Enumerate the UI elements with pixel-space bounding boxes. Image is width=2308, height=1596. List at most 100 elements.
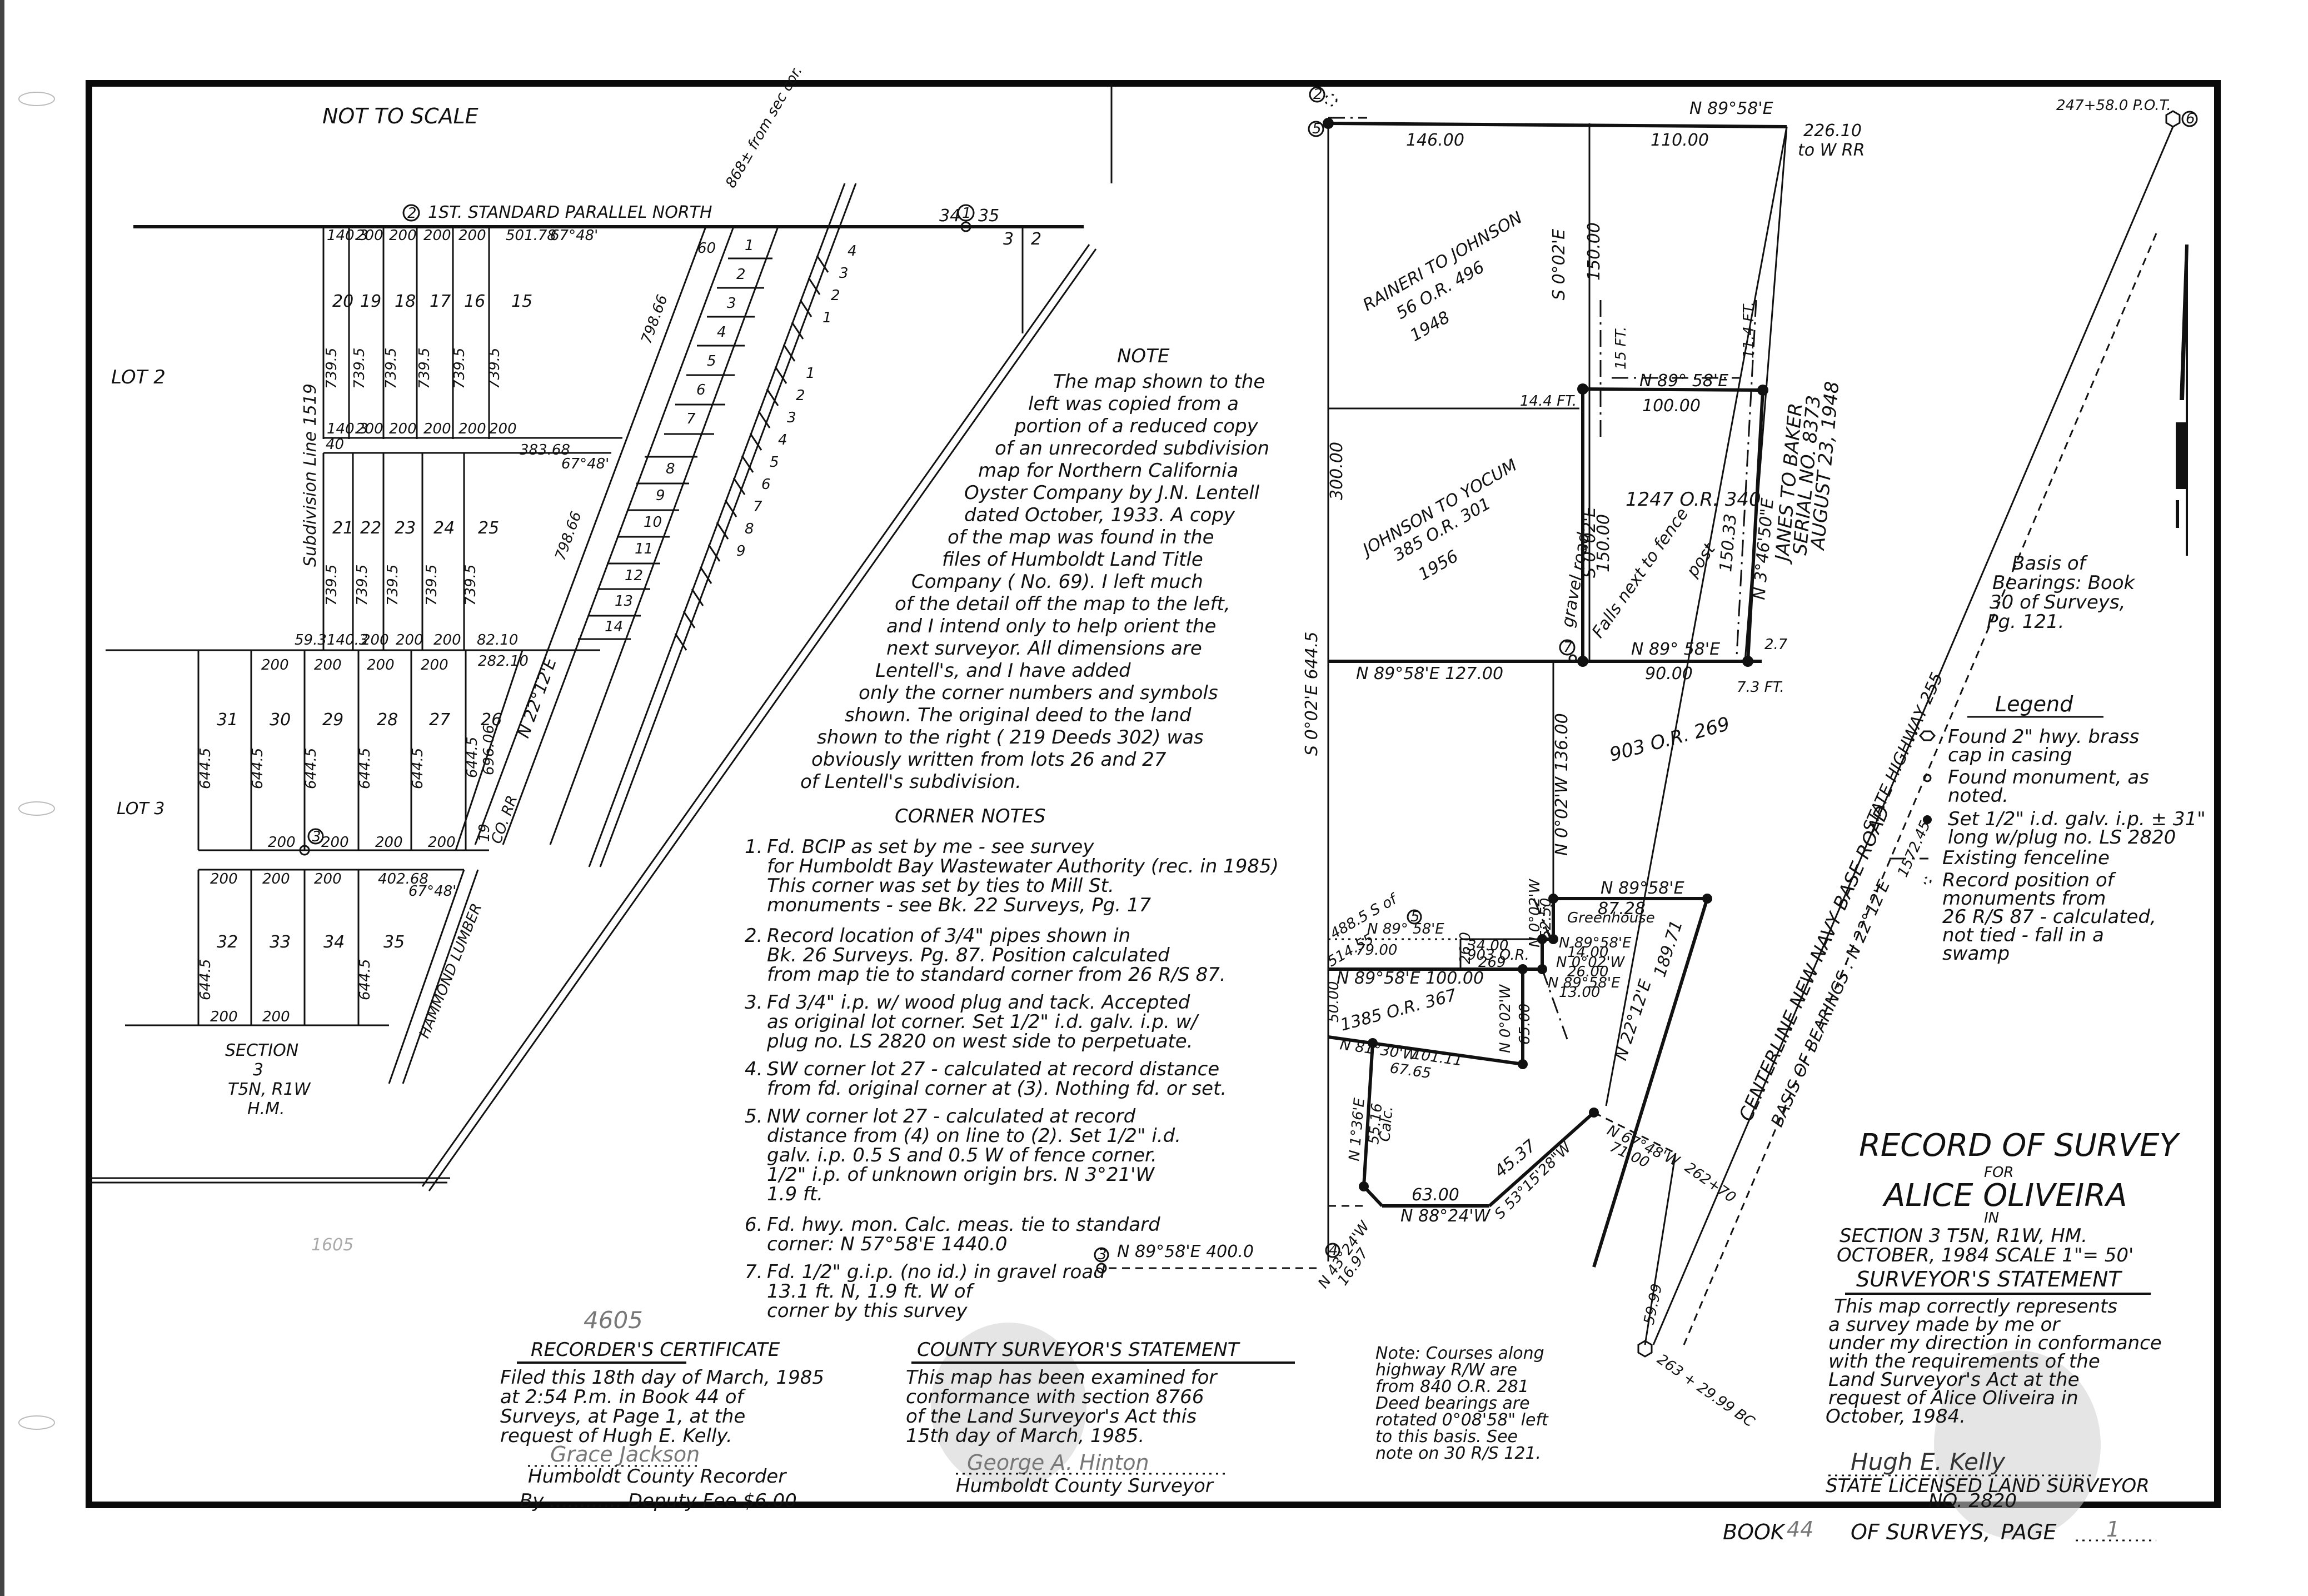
rr-strip-edge — [474, 226, 707, 845]
bearing-label: N 89°58'E — [1548, 975, 1621, 991]
highway-note-line: from 840 O.R. 281 — [1375, 1377, 1529, 1397]
alley-width: 40 — [326, 436, 344, 453]
corner-note-line: corner: N 57°58'E 1440.0 — [767, 1233, 1008, 1255]
corner-number: 3 — [1098, 1246, 1107, 1263]
lot-number: 28 — [377, 710, 398, 730]
hwy-row-line — [1592, 898, 1709, 1268]
corner-note-line: galv. i.p. 0.5 S and 0.5 W of fence corn… — [767, 1144, 1157, 1166]
offset-label: 15 FT. — [1613, 327, 1629, 370]
section-label: 3 — [253, 1060, 263, 1080]
corner-marker-5 — [1308, 121, 1324, 137]
note-line: and I intend only to help orient the — [886, 615, 1216, 637]
lot-number: 17 — [430, 292, 451, 311]
county-surveyor-line: of the Land Surveyor's Act this — [906, 1405, 1197, 1428]
corner-note-number: 6. — [745, 1214, 762, 1236]
lot-number: 34 — [323, 932, 345, 952]
legend-text: Set 1/2" i.d. galv. i.p. ± 31" — [1948, 808, 2206, 830]
binding-hole-bottom — [18, 1415, 55, 1430]
depth-label: 739.5 — [486, 348, 503, 389]
rr-ticks — [674, 255, 829, 651]
rr-strip-edge — [502, 226, 735, 845]
corner-note-number: 3. — [745, 991, 762, 1014]
note-line: shown to the right ( 219 Deeds 302) was — [817, 726, 1204, 749]
deed-label: 1385 O.R. 367 — [1338, 985, 1459, 1035]
binding-hole-top — [18, 92, 55, 106]
circle-dashed-icon — [1923, 876, 1932, 885]
tick-number: 2 — [831, 287, 840, 304]
distance-label: 34.00 — [1467, 937, 1508, 954]
distance-label: 14.00 — [1567, 944, 1608, 961]
rr-strip-edge — [549, 226, 779, 845]
fence-boundary-line — [1582, 387, 1763, 392]
tick-number: 2 — [796, 387, 805, 404]
legend-text: not tied - fall in a — [1942, 924, 2104, 946]
highway-note-line: to this basis. See — [1375, 1427, 1518, 1447]
strip-lot-number: 1 — [745, 237, 754, 254]
note-line: of the map was found in the — [948, 526, 1214, 548]
distance-label: 65.00 — [1517, 1004, 1533, 1045]
tick-number: 6 — [761, 476, 771, 493]
lot-number: 29 — [322, 710, 343, 730]
greenhouse-label: Greenhouse — [1567, 910, 1655, 926]
lot-number: 30 — [270, 710, 291, 730]
surveyor-signature: Hugh E. Kelly — [1851, 1448, 2006, 1475]
dim-label: 200 — [314, 657, 342, 674]
distance-label: 90.00 — [1645, 664, 1693, 684]
rr-edge — [388, 869, 465, 1084]
note-block: NOTE The map shown to the left was copie… — [800, 345, 1269, 793]
distance-label: 150.00 — [1584, 222, 1604, 281]
dim-label: 200 — [458, 421, 486, 437]
fenceline — [1533, 898, 1552, 940]
legend-text: Found monument, as — [1948, 766, 2149, 789]
lot-number: 21 — [332, 518, 353, 538]
dim-label: 200 — [262, 871, 290, 887]
deed-label: JOHNSON TO YOCUM — [1357, 456, 1521, 561]
recorder-line: Surveys, at Page 1, at the — [500, 1405, 745, 1428]
parcel-line — [1328, 1035, 1523, 1066]
statement-line: a survey made by me or — [1828, 1314, 2061, 1336]
set-pipe-icon — [1537, 934, 1547, 944]
dim-label: 402.68 — [378, 871, 428, 887]
dim-label: 501.78 — [506, 227, 556, 244]
station-label: 263 + 29.99 BC — [1654, 1351, 1758, 1431]
distance-label: 26.0 — [1457, 932, 1474, 964]
set-pipe-icon — [1359, 1181, 1369, 1191]
distance-label: 189.71 — [1650, 918, 1687, 980]
angle-label: 67°48' — [408, 883, 456, 900]
dim-label: 200 — [261, 657, 289, 674]
dim-label: 200 — [262, 1009, 290, 1025]
note-line: only the corner numbers and symbols — [859, 682, 1218, 704]
tick-number: 4 — [848, 243, 857, 260]
strip-lot-number: 4 — [717, 324, 726, 341]
depth-label: 644.5 — [250, 748, 266, 789]
offset-label: 2.7 — [1764, 636, 1788, 653]
set-pipe-icon — [1518, 964, 1528, 974]
bearing-label: S 0°02'E 644.5 — [1302, 632, 1322, 756]
legend-text: long w/plug no. LS 2820 — [1948, 826, 2176, 849]
corner-number: 2 — [407, 205, 417, 222]
bearing-label: N 89° 58'E — [1631, 640, 1720, 659]
distance-label: 1572.45 — [1895, 818, 1934, 879]
binding-hole-middle — [18, 801, 55, 816]
basis-line: 30 of Surveys, — [1990, 591, 2125, 614]
license-number: NO. 2820 — [1928, 1490, 2017, 1512]
set-pipe-icon — [1323, 118, 1334, 129]
highway-note-line: rotated 0°08'58" left — [1375, 1410, 1549, 1430]
bearing-label: N 89°58'E — [1559, 935, 1632, 951]
lot-number: 23 — [395, 518, 416, 538]
deed-label: 903 O.R. — [1467, 947, 1529, 964]
strip-lot-number: 5 — [707, 353, 716, 370]
basis-line: Basis of — [2012, 552, 2088, 575]
legend-title: Legend — [1995, 692, 2073, 716]
recorder-title: RECORDER'S CERTIFICATE — [531, 1339, 780, 1361]
dim-label: 19 — [476, 824, 493, 842]
dim-label: 140.3 — [327, 632, 368, 649]
corner-note-number: 4. — [745, 1058, 762, 1080]
bearing-label: N 0°02'W — [1556, 954, 1625, 971]
left-edge-shadow — [0, 0, 4, 1596]
corner-marker-2 — [402, 204, 420, 222]
map-separator-diagonal — [428, 248, 1097, 1191]
basis-of-bearings: Basis of Bearings: Book 30 of Surveys, P… — [1987, 552, 2136, 633]
depth-label: 798.66 — [552, 510, 585, 563]
dim-label: 200 — [375, 834, 403, 851]
